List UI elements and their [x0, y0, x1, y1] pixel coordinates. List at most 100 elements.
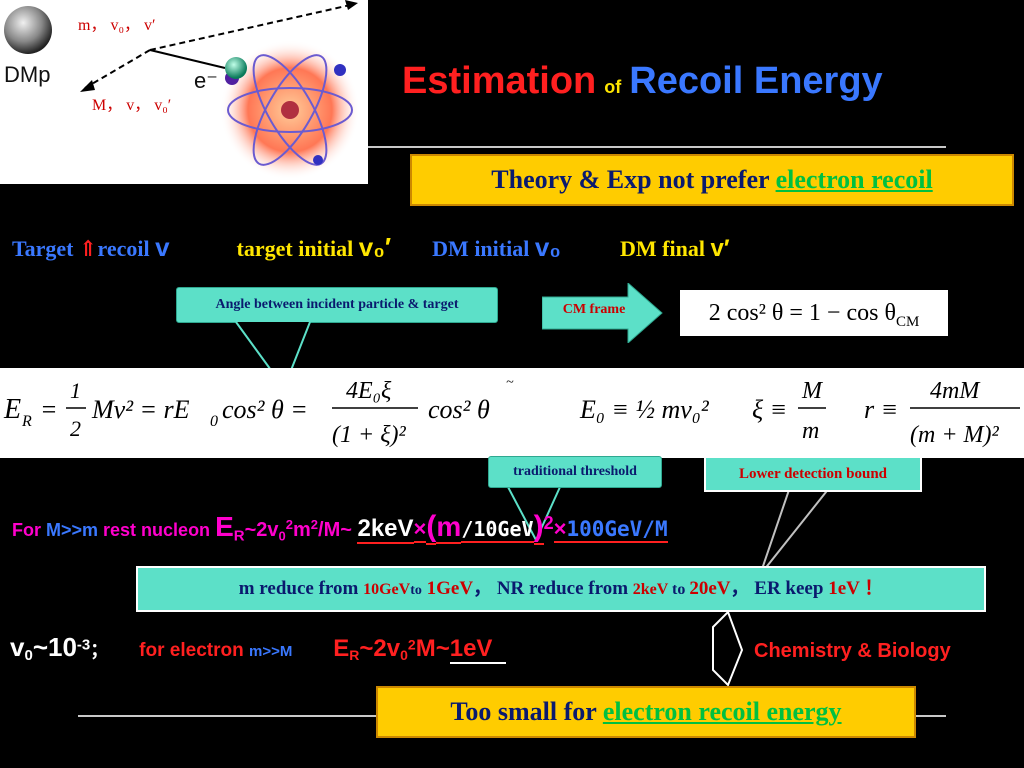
reduce-a: m reduce from [238, 578, 364, 599]
right-arrow-icon [712, 610, 744, 687]
threshold-pointer [507, 486, 561, 543]
for-paren-open: ( [426, 510, 437, 545]
var-target-initial-sym: v₀′ [358, 232, 392, 262]
nucleus [281, 101, 299, 119]
theory-link[interactable]: electron recoil [775, 165, 933, 194]
for-m-sup: 2 [310, 517, 319, 532]
for-paren-close: ) [533, 510, 544, 545]
var-recoil: recoil [97, 236, 156, 261]
recoil-equation: E R = 1 2 Mv² = rE 0 cos² θ = 4E₀ξ (1 + … [0, 368, 1024, 458]
eq-tilde: ~ [506, 375, 514, 390]
reduce-c: to [410, 583, 422, 598]
v0-er-sub: R [349, 647, 360, 664]
for-sup2: 2 [543, 513, 554, 533]
traditional-threshold-callout: traditional threshold [488, 456, 662, 488]
var-dm-final-sym: v′ [710, 235, 730, 262]
er-sub: R [233, 527, 245, 545]
reduce-b: 10GeV [363, 581, 411, 598]
v0-sub: 0 [24, 647, 33, 665]
var-recoil-sym: v [155, 232, 170, 262]
eq-er-sub: R [21, 413, 32, 430]
reduce-d: 1GeV [421, 578, 474, 599]
for-2v: ~2v [244, 519, 279, 541]
variable-definitions: Target ⇑recoil v target initial v₀′ DM i… [12, 232, 1012, 272]
reduce-h: 20eV [689, 578, 731, 599]
v0-2v-sub: 0 [400, 647, 408, 664]
var-dm-final: DM final [620, 236, 711, 261]
cm-formula-text: 2 cos² θ = 1 − cos θ [708, 300, 896, 326]
er-symbol: E [215, 511, 234, 542]
rest-nucleon-label: rest nucleon [98, 520, 216, 540]
for-m: m [293, 519, 311, 541]
v0-er: E [333, 635, 350, 662]
electron-label: e⁻ [194, 68, 218, 93]
for-times: × [413, 516, 427, 543]
reduce-j: 1eV [828, 578, 860, 599]
nucleon-estimate-line: For M>>m rest nucleon ER~2v02m2/M~ 2keV×… [12, 510, 1018, 550]
v0-sup: -3 [76, 636, 91, 654]
svg-text:Mv² = rE: Mv² = rE [91, 395, 190, 424]
eq-r-num: 4mM [930, 378, 981, 404]
dm-particle [4, 6, 52, 54]
var-target-initial: target initial [236, 236, 359, 261]
cm-formula-sub: CM [895, 313, 920, 330]
for-electron: for electron [139, 640, 249, 661]
for-m2: m [436, 511, 462, 544]
for-electron-mm: m>>M [248, 643, 293, 660]
eq-half-num: 1 [70, 378, 81, 403]
incoming-label: m， v₀， v′ [78, 17, 156, 34]
electron-estimate-line: v0~10-3； for electron m>>M ER~2v02M~1eV [10, 632, 1020, 674]
angle-callout: Angle between incident particle & target [176, 287, 498, 323]
reduce-box: m reduce from 10GeVto 1GeV， NR reduce fr… [136, 566, 986, 612]
lower-detection-callout: Lower detection bound [704, 456, 922, 492]
theory-box: Theory & Exp not prefer electron recoil [410, 154, 1014, 206]
for-2v-sub: 0 [278, 528, 286, 544]
for-overm: /M~ [318, 519, 358, 541]
var-target: Target [12, 236, 80, 261]
var-dm-initial-sym: v₀ [534, 232, 562, 262]
eq-num: 4E₀ξ [346, 378, 392, 404]
traditional-threshold-text: traditional threshold [513, 464, 637, 479]
for-10gev: /10GeV [461, 517, 534, 543]
v0-tilde: ~10 [32, 632, 77, 662]
eq-e0-sub: 0 [210, 413, 218, 430]
v0-2v-sup: 2 [407, 636, 416, 653]
title-divider [368, 146, 946, 148]
v0-1ev: 1eV [449, 635, 507, 664]
cm-frame-arrow [542, 283, 663, 343]
eq-e0def: E₀ ≡ ½ mv₀² [579, 395, 710, 424]
angle-callout-text: Angle between incident particle & target [215, 297, 459, 312]
for-label: For [12, 520, 46, 540]
v0-m: M~ [415, 635, 450, 662]
eq-xi-den: m [802, 418, 819, 444]
svg-text:=: = [40, 395, 58, 424]
cm-frame-label: CM frame [562, 302, 626, 317]
for-100gev: 100GeV/M [566, 517, 668, 543]
v0-v: v [10, 632, 25, 662]
eq-er: E [3, 394, 21, 425]
eq-r-den: (m + M)² [910, 422, 1000, 448]
recoil-equation-svg: E R = 1 2 Mv² = rE 0 cos² θ = 4E₀ξ (1 + … [3, 375, 1020, 448]
reduce-k: ！ [859, 578, 884, 599]
theory-text: Theory & Exp not prefer [491, 165, 776, 194]
too-small-link[interactable]: electron recoil energy [602, 697, 842, 726]
eq-xi-num: M [801, 378, 824, 404]
too-small-box: Too small for electron recoil energy [376, 686, 916, 738]
v0-2v: ~2v [359, 635, 401, 662]
too-small-text: Too small for [450, 697, 603, 726]
reduce-e: ， NR reduce from [473, 578, 633, 599]
eq-cos1: cos² θ = [222, 395, 308, 424]
for-2v-sup: 2 [285, 517, 293, 532]
cm-formula: 2 cos² θ = 1 − cos θCM [680, 290, 948, 336]
eq-cos2: cos² θ [428, 395, 490, 424]
dm-label: DMp [4, 62, 50, 87]
eq-den: (1 + ξ)² [332, 422, 406, 448]
scattering-diagram-svg: DMp m， v₀， v′ M， v， v₀′ e⁻ [4, 0, 360, 180]
scattering-diagram: DMp m， v₀， v′ M， v， v₀′ e⁻ [0, 0, 368, 184]
eq-xi-lhs: ξ ≡ [752, 395, 787, 424]
reduce-i: ， ER keep [730, 578, 829, 599]
eq-half-den: 2 [70, 416, 81, 441]
title-recoil-energy: Recoil Energy [629, 60, 883, 102]
up-arrow-icon: ⇑ [79, 236, 98, 261]
outgoing-label: M， v， v₀′ [92, 97, 171, 114]
